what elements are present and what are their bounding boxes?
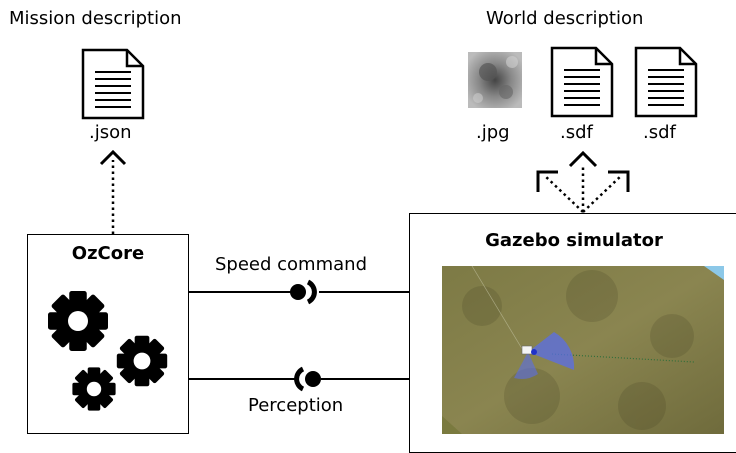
mission-dependency-arrow xyxy=(99,149,127,234)
ozcore-title: OzCore xyxy=(71,243,145,264)
sdf-document-icon-1 xyxy=(550,46,614,118)
perception-connection xyxy=(188,366,410,392)
ozcore-component: OzCore xyxy=(27,234,189,434)
socket-required-icon xyxy=(306,279,317,305)
sdf-document-icon-2 xyxy=(634,46,698,118)
speed-command-connection xyxy=(188,279,410,305)
mission-description-title: Mission description xyxy=(9,8,182,29)
gazebo-viewport xyxy=(442,266,724,434)
gears-icon xyxy=(48,291,168,411)
lollipop-provided-icon xyxy=(290,284,306,300)
perception-label: Perception xyxy=(248,395,344,416)
world-dependency-arrows xyxy=(536,150,630,213)
socket-required-icon xyxy=(294,366,305,392)
robot-model xyxy=(521,345,533,355)
heightmap-thumbnail xyxy=(468,52,522,108)
speed-command-label: Speed command xyxy=(215,254,367,275)
gazebo-simulator-component: Gazebo simulator xyxy=(409,213,736,453)
lidar-scan-cone xyxy=(528,332,575,370)
lollipop-provided-icon xyxy=(305,371,321,387)
jpg-file-label: .jpg xyxy=(476,122,510,143)
gazebo-title: Gazebo simulator xyxy=(485,230,663,251)
world-description-title: World description xyxy=(486,8,644,29)
mission-document-icon xyxy=(81,48,145,120)
json-file-label: .json xyxy=(89,122,132,143)
sdf-file-label-1: .sdf xyxy=(560,122,593,143)
sdf-file-label-2: .sdf xyxy=(643,122,676,143)
